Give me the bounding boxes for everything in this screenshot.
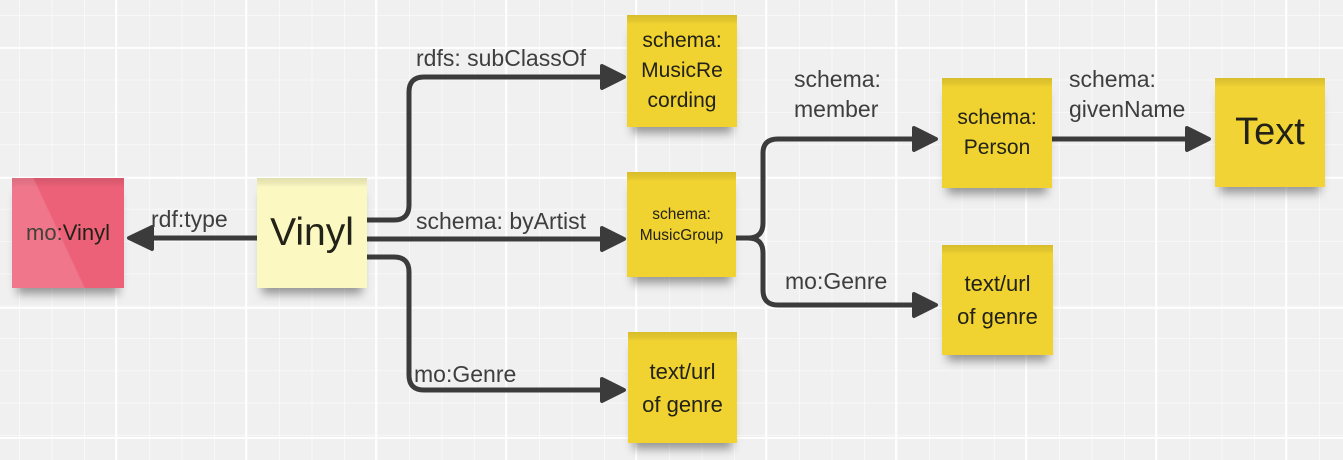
- edge-label-vinyl-genre[interactable]: mo:Genre: [414, 361, 517, 387]
- arrowhead-subclass-of: [600, 64, 626, 90]
- connector-member[interactable]: [736, 136, 914, 241]
- arrowhead-given-name: [1185, 126, 1211, 152]
- sticky-note-music-group[interactable]: schema: MusicGroup: [627, 172, 736, 277]
- connector-vinyl-genre[interactable]: [367, 254, 602, 393]
- edge-label-subclass-of[interactable]: rdfs: subClassOf: [416, 45, 586, 71]
- edge-label-rdf-type[interactable]: rdf:type: [151, 206, 228, 232]
- sticky-note-text: schema: MusicGroup: [639, 205, 724, 244]
- arrowhead-member: [912, 126, 938, 152]
- arrowhead-by-artist: [600, 226, 626, 252]
- sticky-note-music-recording[interactable]: schema: MusicRe cording: [627, 15, 737, 127]
- sticky-note-text: Vinyl: [270, 211, 354, 254]
- edge-label-group-genre[interactable]: mo:Genre: [785, 268, 888, 294]
- sticky-note-text-datatype[interactable]: Text: [1215, 78, 1325, 187]
- edge-label-given-name[interactable]: schema: givenName: [1069, 66, 1186, 122]
- sticky-note-text: text/url of genre: [957, 271, 1038, 329]
- arrowhead-group-genre: [912, 292, 938, 318]
- connector-group-genre[interactable]: [736, 235, 914, 308]
- sticky-note-text: schema: Person: [957, 106, 1037, 159]
- sticky-note-genre-bottom[interactable]: text/url of genre: [628, 332, 737, 443]
- arrowhead-vinyl-genre: [600, 377, 626, 403]
- sticky-note-genre-right[interactable]: text/url of genre: [942, 245, 1053, 355]
- sticky-note-text: schema: MusicRe cording: [641, 29, 723, 112]
- sticky-note-person[interactable]: schema: Person: [942, 78, 1052, 188]
- sticky-note-text: Text: [1235, 111, 1305, 153]
- sticky-note-text: text/url of genre: [642, 358, 723, 417]
- connector-subclass-of[interactable]: [367, 74, 602, 223]
- arrowhead-rdf-type: [127, 225, 154, 251]
- edge-label-by-artist[interactable]: schema: byArtist: [416, 208, 586, 234]
- sticky-note-mo-vinyl[interactable]: mo:Vinyl: [12, 178, 124, 288]
- sticky-note-text: mo:Vinyl: [26, 220, 110, 245]
- sticky-note-vinyl[interactable]: Vinyl: [257, 178, 367, 288]
- edge-label-member[interactable]: schema: member: [794, 66, 881, 122]
